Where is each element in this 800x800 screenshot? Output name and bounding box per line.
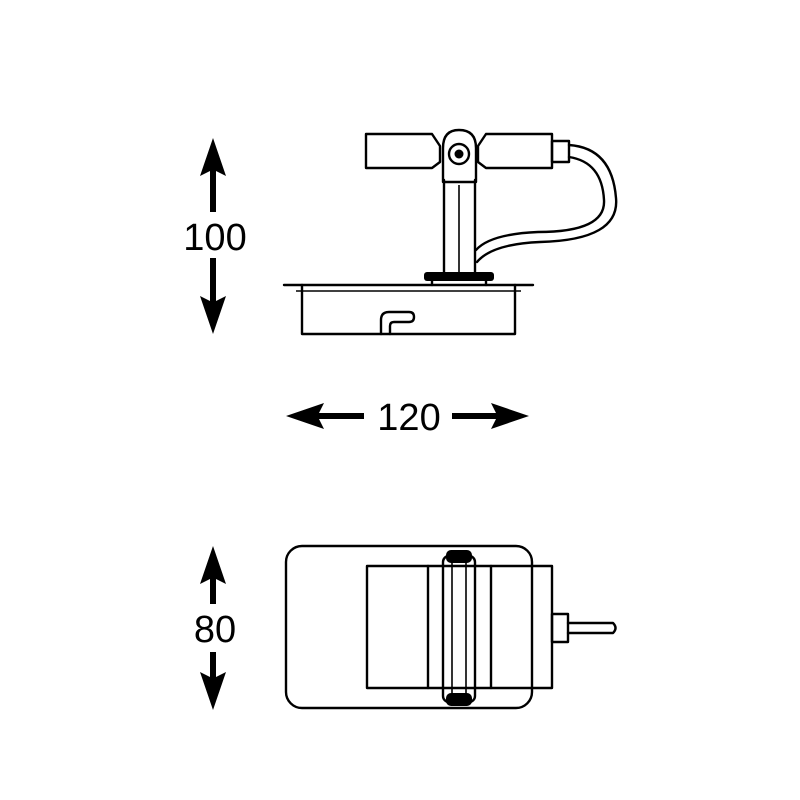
height-arrow-up	[200, 138, 226, 212]
plan-connector	[550, 612, 570, 644]
height-label: 100	[183, 217, 246, 259]
power-cable-inner	[474, 155, 606, 252]
plan-base-plate	[284, 544, 534, 710]
pivot-knuckle	[441, 128, 478, 184]
cable-connector	[550, 139, 571, 164]
width-arrow-left	[286, 403, 364, 429]
flange-collar	[430, 279, 488, 287]
plan-cable-stub	[566, 621, 617, 635]
mounting-box	[300, 283, 517, 336]
plan-pivot-cap-top	[446, 550, 472, 563]
height-dimension: 100	[183, 138, 247, 334]
lamp-head-right	[476, 132, 554, 170]
top-view	[284, 544, 617, 710]
stem	[442, 178, 477, 276]
side-view	[282, 128, 618, 336]
width-arrow-right	[452, 403, 529, 429]
plan-lamp-body	[365, 564, 554, 690]
depth-arrow-down	[200, 652, 226, 710]
height-arrow-down	[200, 258, 226, 334]
depth-dimension: 80	[194, 546, 236, 710]
plan-pivot-bar	[441, 554, 477, 704]
depth-arrow-up	[200, 546, 226, 604]
pivot-screw-inner	[454, 149, 464, 159]
width-label: 120	[377, 397, 440, 439]
width-dimension: 120	[286, 397, 529, 439]
keyhole-slot	[379, 310, 416, 336]
flange-ring	[424, 272, 494, 281]
plan-pivot-cap-bottom	[446, 693, 472, 706]
power-cable	[475, 143, 618, 264]
lamp-head-left	[364, 132, 442, 170]
pivot-screw-outer	[447, 142, 471, 166]
depth-label: 80	[194, 609, 236, 651]
